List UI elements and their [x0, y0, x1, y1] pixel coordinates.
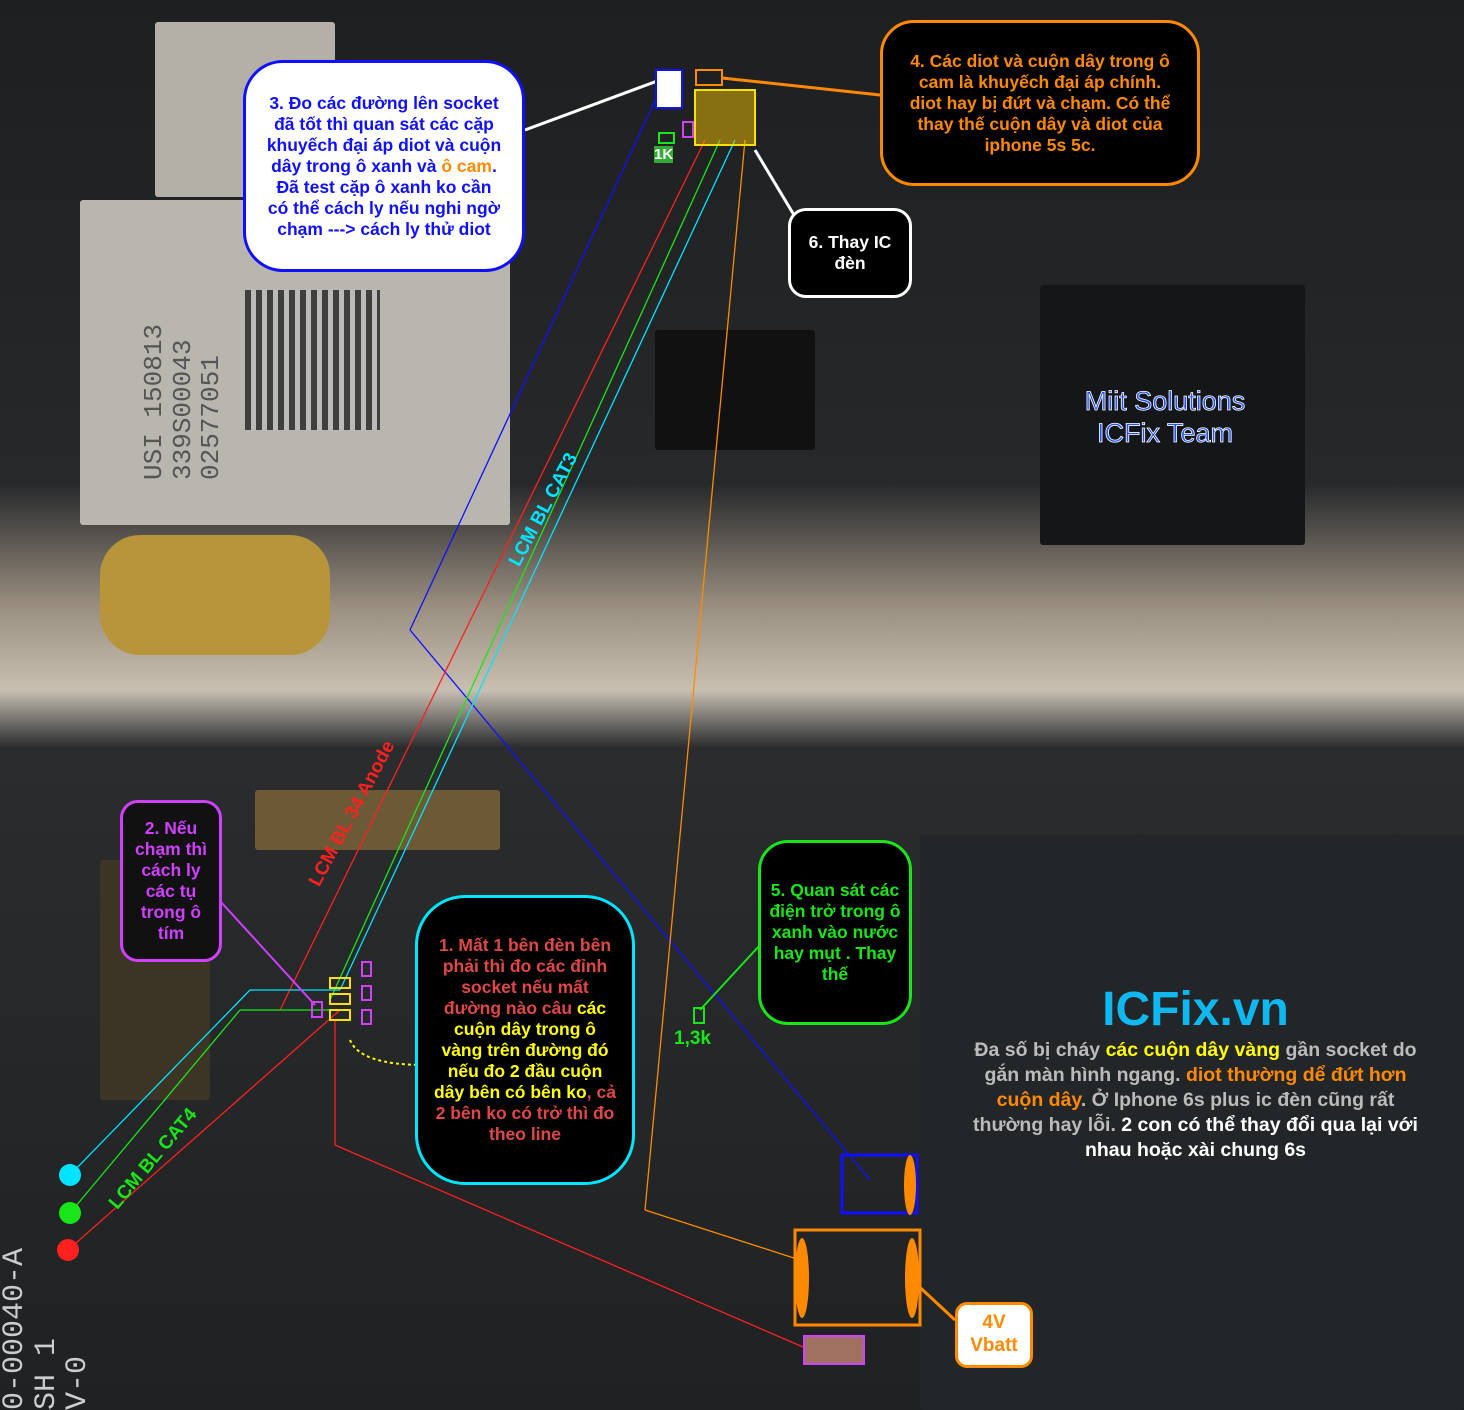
yellow-box [329, 993, 351, 1005]
magenta-box [361, 961, 372, 977]
trace-green [69, 1009, 241, 1214]
magenta-box [361, 1009, 372, 1025]
trace-red [334, 1144, 811, 1351]
orange-pad [904, 1155, 916, 1215]
brand-block: ICFix.vn Đa số bị cháy các cuộn dây vàng… [968, 982, 1423, 1163]
green-box [693, 1007, 705, 1024]
trace-cyan [69, 989, 251, 1176]
pointer-2 [209, 889, 316, 1006]
trace-red [67, 1009, 341, 1251]
magenta-box [361, 985, 372, 1001]
orange-box [695, 69, 723, 86]
trace-orange [644, 1209, 801, 1261]
blue-box [840, 1153, 919, 1215]
callout-5: 5. Quan sát các điện trở trong ô xanh và… [758, 840, 912, 1025]
callout-2: 2. Nếu chạm thì cách ly các tụ trong ô t… [120, 800, 222, 962]
trace-green [329, 139, 721, 1001]
trace-blue [409, 89, 661, 631]
blue-box [655, 69, 683, 109]
pcb-photo-bottom: 0-00040-A SH 1 V-0 [0, 690, 1464, 1410]
yellow-box [329, 977, 351, 989]
orange-pad [905, 1238, 919, 1318]
qr-code [245, 290, 380, 430]
pointer-4 [721, 76, 881, 97]
callout-4: 4. Các diot và cuộn dây trong ô cam là k… [880, 20, 1200, 186]
yellow-box [329, 1009, 351, 1021]
test-point-red [57, 1239, 79, 1261]
magenta-box [311, 1001, 323, 1018]
callout-vbatt: 4V Vbatt [955, 1302, 1033, 1368]
test-point-cyan [59, 1164, 81, 1186]
brand-description: Đa số bị cháy các cuộn dây vàng gần sock… [973, 1039, 1418, 1161]
yellow-arrow [349, 1039, 426, 1066]
brand-title: ICFix.vn [1102, 983, 1289, 1036]
main-ic [1040, 285, 1305, 545]
label-resistor-1-3k: 1,3k [674, 1028, 711, 1049]
callout-1: 1. Mất 1 bên đèn bên phải thì đo các đỉn… [415, 895, 635, 1185]
label-resistor-1k: 1K [654, 146, 674, 163]
test-point-green [59, 1202, 81, 1224]
pointer-5 [699, 944, 761, 1011]
orange-pad [795, 1238, 809, 1318]
ic [655, 330, 815, 450]
magenta-box [803, 1335, 865, 1365]
callout-6: 6. Thay IC đèn [788, 208, 912, 298]
trace-blue [409, 629, 871, 1181]
pointer-3 [524, 78, 661, 132]
watermark: Miit Solutions ICFix Team [1084, 386, 1246, 449]
green-box [658, 132, 675, 144]
orange-box [793, 1228, 922, 1327]
connector [255, 790, 500, 850]
trace-cyan [339, 139, 736, 991]
callout-3: 3. Đo các đường lên socket đã tốt thì qu… [243, 60, 525, 272]
magenta-box [682, 121, 694, 138]
yellow-box [694, 89, 756, 146]
trace-red [279, 139, 706, 1011]
gold-bracket [100, 535, 330, 655]
trace-orange [644, 139, 746, 1211]
